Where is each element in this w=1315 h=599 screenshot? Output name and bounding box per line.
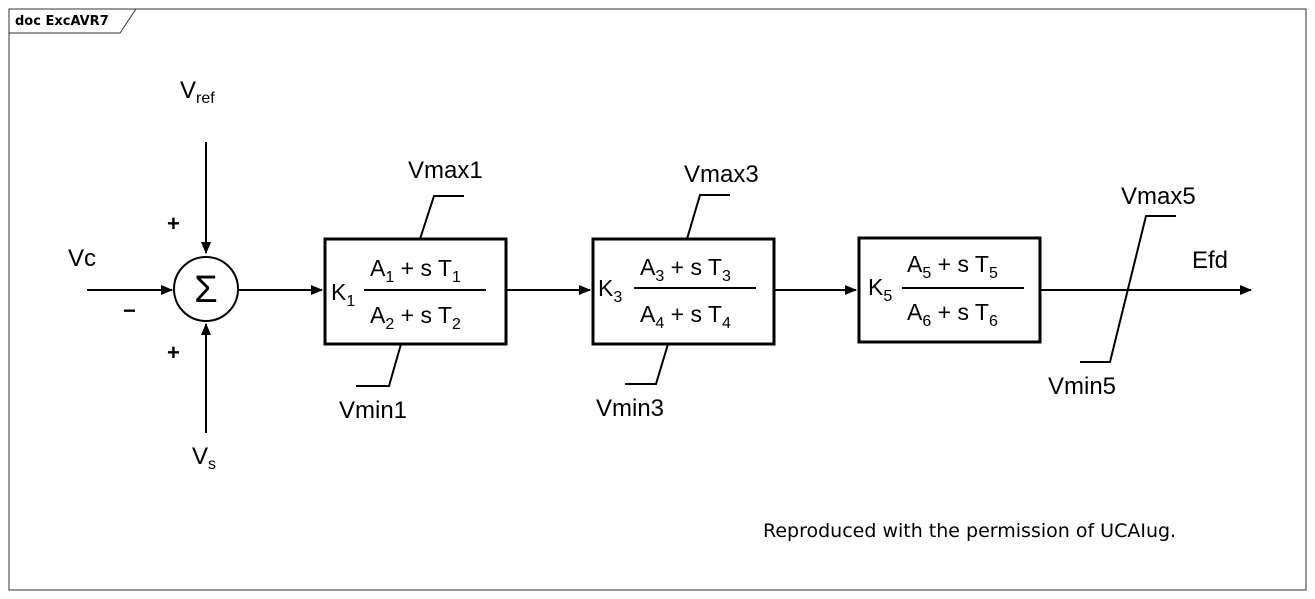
vmax3-leader — [686, 194, 730, 240]
plus-sign-top: + — [167, 211, 180, 236]
vmax3-label: Vmax3 — [684, 161, 759, 188]
vmax1-leader — [419, 195, 464, 240]
frame-tab-label: doc ExcAVR7 — [15, 14, 109, 29]
summing-junction-symbol: Σ — [194, 269, 218, 311]
frame-tab — [9, 8, 137, 34]
lead-lag-block-1 — [323, 237, 508, 346]
block2-gain: K3 — [598, 275, 622, 306]
vc-label: Vc — [68, 245, 96, 272]
vmin1-label: Vmin1 — [339, 397, 407, 424]
diagram-frame — [8, 8, 1307, 591]
block3-numerator: A5 + s T5 — [907, 251, 998, 282]
efd-label: Efd — [1192, 247, 1228, 274]
vmax1-label: Vmax1 — [408, 157, 483, 184]
lead-lag-block-3 — [857, 236, 1042, 344]
vmin3-leader — [625, 343, 669, 385]
vmax5-label: Vmax5 — [1121, 183, 1196, 210]
block1-gain: K1 — [331, 279, 355, 310]
plus-sign-bottom: + — [167, 340, 180, 365]
block2-numerator: A3 + s T3 — [640, 254, 731, 285]
permission-credit: Reproduced with the permission of UCAIug… — [763, 520, 1176, 542]
minus-sign: − — [123, 298, 136, 323]
block2-denominator: A4 + s T4 — [640, 301, 731, 332]
vmin5-label: Vmin5 — [1048, 373, 1116, 400]
vmin3-label: Vmin3 — [596, 395, 664, 422]
vmin1-leader — [356, 343, 402, 387]
vs-label: Vs — [192, 443, 216, 473]
vref-label: Vref — [180, 77, 215, 107]
block1-numerator: A1 + s T1 — [370, 255, 461, 286]
block3-denominator: A6 + s T6 — [907, 299, 998, 330]
block3-gain: K5 — [868, 274, 892, 305]
block1-denominator: A2 + s T2 — [370, 302, 461, 333]
output-limiter — [1080, 215, 1176, 363]
lead-lag-block-2 — [591, 237, 776, 346]
